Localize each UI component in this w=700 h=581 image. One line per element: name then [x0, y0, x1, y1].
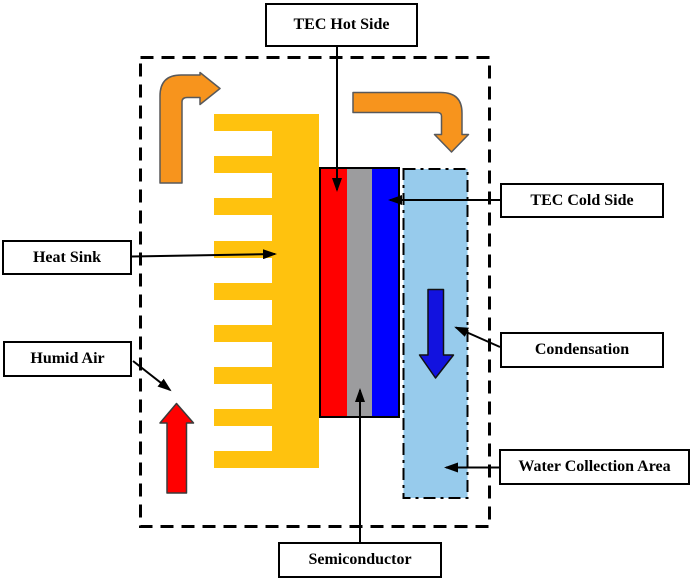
callout-line-humid-air: [132, 360, 172, 392]
hot-air-flow-arrow-left-icon: [159, 71, 221, 184]
humid-air-up-arrow-icon: [159, 402, 195, 494]
hot-air-flow-arrow-right-icon: [352, 91, 470, 153]
label-heat-sink: Heat Sink: [2, 240, 132, 275]
heat-sink-base: [272, 114, 319, 468]
tec-cold-side-bar: [372, 169, 399, 416]
heat-sink-fin: [214, 283, 272, 300]
system-boundary: [139, 56, 491, 528]
label-tec-hot-side: TEC Hot Side: [265, 3, 418, 47]
label-condensation: Condensation: [500, 332, 664, 368]
tec-module: [319, 167, 400, 418]
callout-line-heat-sink: [131, 249, 277, 260]
heat-sink-fin: [214, 156, 272, 173]
label-semiconductor: Semiconductor: [278, 542, 442, 578]
heat-sink-fin: [214, 409, 272, 426]
heat-sink: [214, 114, 319, 468]
heat-sink-fin: [214, 325, 272, 342]
label-tec-cold-side: TEC Cold Side: [500, 183, 664, 218]
condensation-down-arrow-icon: [418, 288, 455, 379]
callout-line-condensation: [454, 326, 501, 348]
semiconductor-bar: [346, 169, 373, 416]
heat-sink-fin: [214, 367, 272, 384]
heat-sink-fin: [214, 198, 272, 215]
heat-sink-fin: [214, 114, 272, 131]
label-water-collection-area: Water Collection Area: [499, 449, 690, 485]
tec-hot-side-bar: [321, 169, 347, 416]
label-humid-air: Humid Air: [3, 341, 132, 377]
heat-sink-fin: [214, 451, 272, 468]
